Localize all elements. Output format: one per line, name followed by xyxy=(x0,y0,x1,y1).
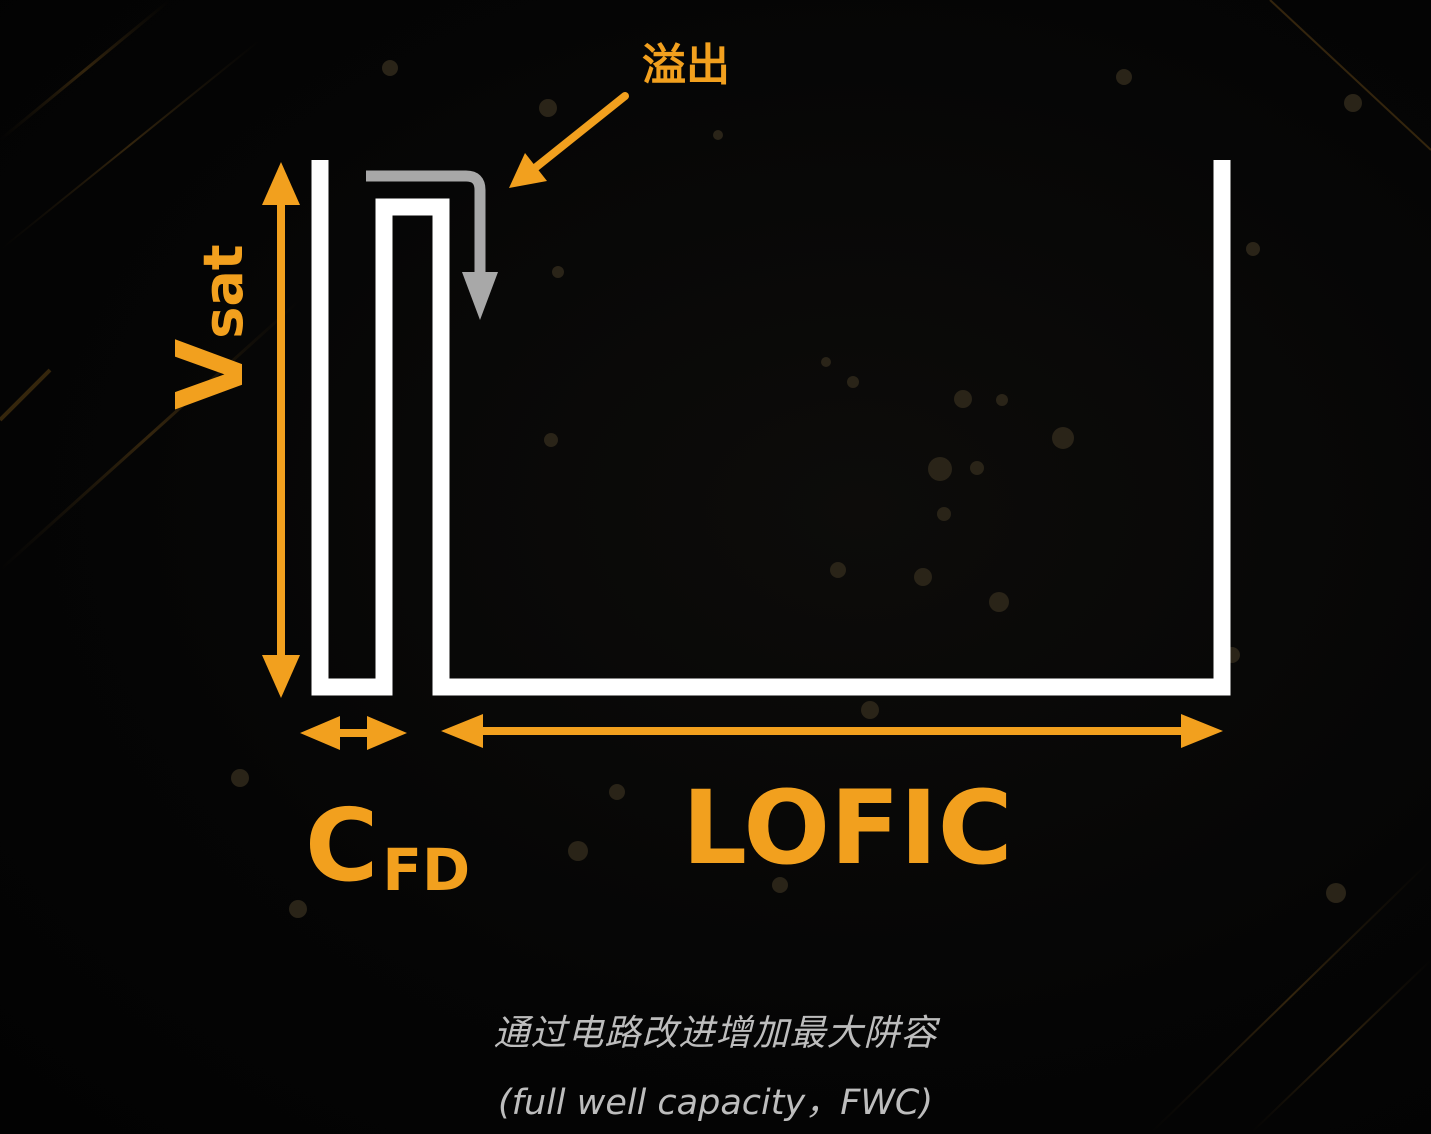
lofic-arrowhead-left xyxy=(441,714,483,748)
bg-particle xyxy=(382,60,398,76)
bg-particle xyxy=(1052,427,1074,449)
bg-streak xyxy=(0,0,171,142)
bg-particle xyxy=(970,461,984,475)
caption-line-2: (full well capacity，FWC) xyxy=(497,1083,934,1123)
pointer-shaft xyxy=(531,92,629,172)
bg-particle xyxy=(830,562,846,578)
vsat-label: Vsat xyxy=(157,244,264,410)
bg-particle xyxy=(1116,69,1132,85)
bg-particle xyxy=(539,99,557,117)
bg-particle xyxy=(914,568,932,586)
bg-particle xyxy=(1246,242,1260,256)
overflow-label: 溢出 xyxy=(642,40,730,91)
bg-particle xyxy=(1344,94,1362,112)
vsat-arrowhead-top xyxy=(262,162,300,205)
bg-particle xyxy=(552,266,564,278)
bg-particle xyxy=(289,900,307,918)
bg-particle xyxy=(937,507,951,521)
background-particles xyxy=(231,60,1362,918)
bg-streak xyxy=(1149,859,1431,1134)
bg-particle xyxy=(231,769,249,787)
bg-particle xyxy=(821,357,831,367)
bg-particle xyxy=(544,433,558,447)
lofic-arrowhead-right xyxy=(1181,714,1223,748)
flow-path xyxy=(366,170,486,280)
vsat-dimension-arrow xyxy=(262,162,300,698)
vsat-label-main: V xyxy=(157,339,264,410)
cfd-dimension-arrow xyxy=(300,716,407,750)
cfd-label: CFD xyxy=(305,787,470,904)
bg-particle xyxy=(772,877,788,893)
lofic-dimension-arrow xyxy=(441,714,1223,748)
bg-particle xyxy=(954,390,972,408)
flow-arrowhead xyxy=(462,272,498,320)
overflow-pointer-arrow xyxy=(509,92,629,188)
bg-streak xyxy=(0,368,52,422)
well-outline xyxy=(311,160,1231,696)
overflow-flow-arrow xyxy=(366,170,498,320)
bg-particle xyxy=(568,841,588,861)
bg-streak xyxy=(1269,0,1431,151)
cfd-arrowhead-right xyxy=(367,716,407,750)
bg-particle xyxy=(861,701,879,719)
bg-streak xyxy=(0,39,261,251)
bg-streak xyxy=(1249,959,1431,1134)
caption-line-1: 通过电路改进增加最大阱容 xyxy=(493,1013,938,1054)
lofic-label: LOFIC xyxy=(682,769,1013,888)
bg-particle xyxy=(1326,883,1346,903)
bg-particle xyxy=(847,376,859,388)
bg-streak xyxy=(0,298,302,572)
bg-particle xyxy=(928,457,952,481)
bg-particle xyxy=(996,394,1008,406)
bg-particle xyxy=(713,130,723,140)
bg-particle xyxy=(609,784,625,800)
bg-particle xyxy=(989,592,1009,612)
vsat-label-sub: sat xyxy=(192,244,255,338)
cfd-arrowhead-left xyxy=(300,716,340,750)
vsat-arrowhead-bottom xyxy=(262,655,300,698)
cfd-label-main: C xyxy=(305,787,378,904)
cfd-label-sub: FD xyxy=(382,836,470,904)
pointer-arrowhead xyxy=(509,153,547,188)
svg-text:Vsat: Vsat xyxy=(157,244,264,410)
